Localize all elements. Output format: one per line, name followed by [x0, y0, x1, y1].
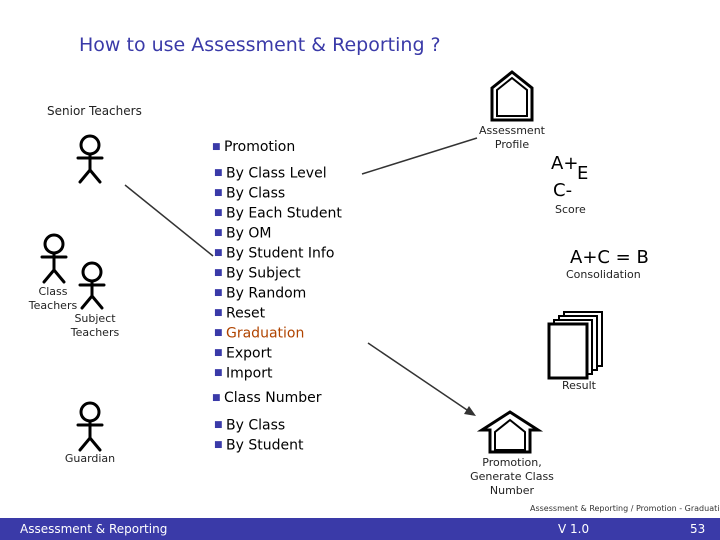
list-item: ■Import	[214, 364, 342, 384]
page-number: 53	[690, 522, 706, 536]
list-item-label: Import	[226, 365, 273, 382]
consolidation-formula: A+C = B	[570, 247, 649, 268]
connector-line	[124, 184, 214, 257]
bullet-icon: ■	[212, 393, 221, 403]
list-item: ■By Random	[214, 284, 342, 304]
class-number-list: ■By Class■By Student	[214, 416, 303, 456]
up-arrow-icon	[476, 410, 544, 454]
bullet-icon: ■	[214, 327, 223, 338]
breadcrumb: Assessment & Reporting / Promotion - Gra…	[530, 504, 720, 513]
connector-line	[361, 137, 478, 175]
bullet-icon: ■	[214, 267, 223, 278]
bullet-icon: ■	[214, 207, 223, 218]
bullet-icon: ■	[214, 187, 223, 198]
grade-e: E	[577, 163, 589, 184]
diagram-graphics	[40, 70, 603, 454]
connector-arrow	[367, 342, 471, 413]
bullet-icon: ■	[214, 347, 223, 358]
list-item-label: By Class	[226, 185, 286, 202]
arrowhead-icon	[464, 406, 476, 416]
bullet-icon: ■	[212, 142, 221, 152]
consolidation-label: Consolidation	[566, 268, 641, 281]
list-item-label: By Student	[226, 437, 304, 454]
footer-bar: Assessment & Reporting V 1.0 53	[0, 518, 720, 540]
list-item-label: Export	[226, 345, 272, 362]
bullet-icon: ■	[214, 367, 223, 378]
grade-a-plus: A+	[551, 153, 579, 174]
subject-teachers-label: Subject Teachers	[70, 312, 120, 339]
list-item: ■By Subject	[214, 264, 342, 284]
senior-teacher-figure-icon	[76, 134, 104, 184]
bullet-icon: ■	[214, 420, 223, 430]
document-stack-icon	[547, 311, 603, 380]
guardian-figure-icon	[76, 401, 104, 452]
list-item: ■By Each Student	[214, 204, 342, 224]
list-item: ■By Student Info	[214, 244, 342, 264]
class-number-heading: ■Class Number	[212, 390, 322, 406]
bullet-icon: ■	[214, 168, 223, 178]
score-label: Score	[555, 203, 586, 216]
list-item-label: By Subject	[226, 265, 301, 282]
list-item: ■By Class	[214, 416, 303, 436]
class-teacher-figure-icon	[40, 233, 68, 284]
list-item-label: By Class	[226, 417, 286, 434]
bullet-icon: ■	[214, 227, 223, 238]
grade-c-minus: C-	[553, 180, 573, 201]
house-icon	[490, 70, 534, 122]
promotion-heading: ■Promotion	[212, 139, 296, 155]
list-item-label: By OM	[226, 225, 272, 242]
assessment-profile-label: Assessment Profile	[479, 124, 545, 151]
promotion-list: ■By Class Level■By Class■By Each Student…	[214, 164, 342, 383]
result-label: Result	[562, 379, 596, 392]
list-item-label: By Student Info	[226, 245, 335, 262]
list-item: ■By OM	[214, 224, 342, 244]
list-item: ■Reset	[214, 304, 342, 324]
bullet-icon: ■	[214, 307, 223, 318]
list-item: ■By Class Level	[214, 164, 342, 184]
class-teachers-label: Class Teachers	[28, 285, 78, 312]
guardian-label: Guardian	[64, 452, 116, 465]
bullet-icon: ■	[214, 287, 223, 298]
footer-left: Assessment & Reporting	[20, 522, 168, 536]
list-item-label: Reset	[226, 305, 266, 322]
list-item-label: Graduation	[226, 325, 305, 342]
subject-teacher-figure-icon	[78, 261, 106, 310]
list-item-label: By Class Level	[226, 165, 327, 182]
footer-version: V 1.0	[558, 522, 590, 536]
list-item: ■Export	[214, 344, 342, 364]
list-item: ■By Student	[214, 436, 303, 456]
bullet-icon: ■	[214, 247, 223, 258]
promotion-generate-label: Promotion, Generate Class Number	[470, 456, 554, 497]
list-item-label: By Random	[226, 285, 307, 302]
bullet-icon: ■	[214, 439, 223, 450]
list-item: ■By Class	[214, 184, 342, 204]
page-title: How to use Assessment & Reporting ?	[79, 34, 441, 56]
senior-teachers-label: Senior Teachers	[47, 104, 142, 118]
list-item: ■Graduation	[214, 324, 342, 344]
list-item-label: By Each Student	[226, 205, 342, 222]
